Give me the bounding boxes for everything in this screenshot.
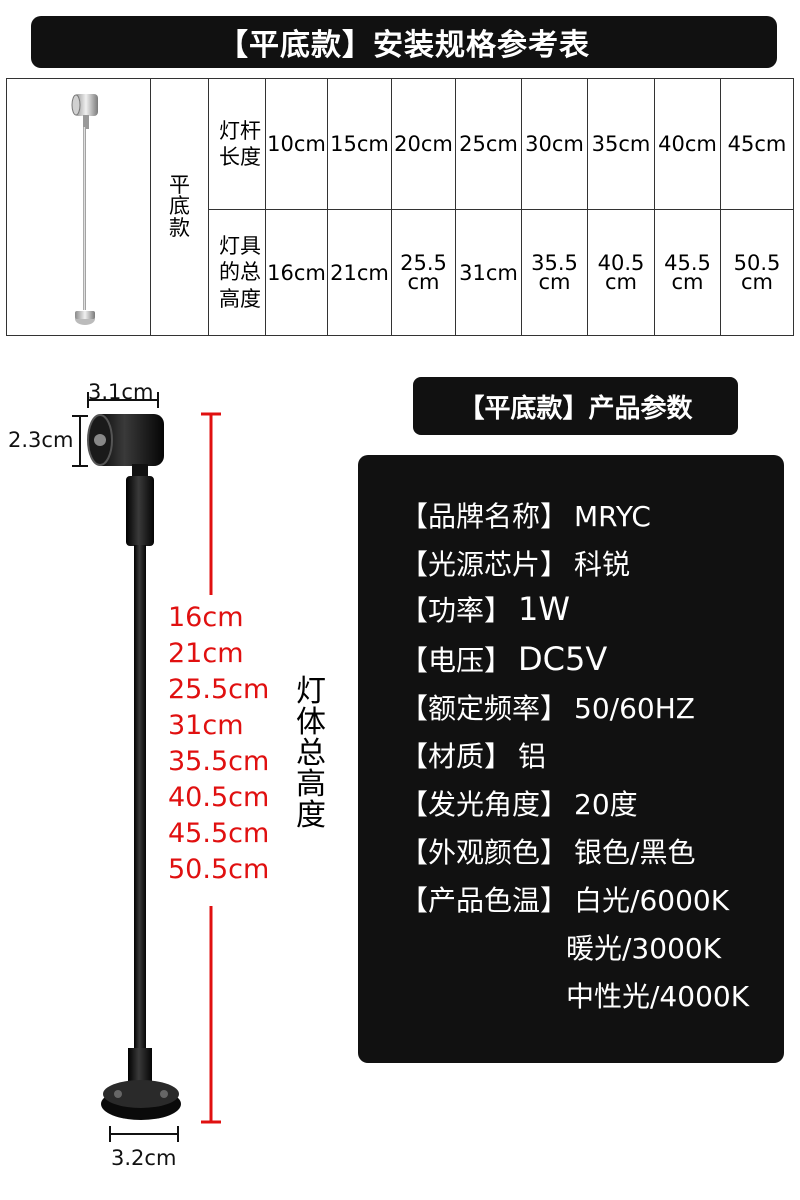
lamp-rod [134,545,146,1048]
param-row: 【产品色温】白光/6000K [400,884,730,917]
params-title: 【平底款】产品参数 [413,377,738,435]
total-height-dimension [201,412,221,1124]
rod-length-cell: 25cm [455,78,522,210]
head-width-label: 3.1cm [88,380,154,404]
total-height-list: 16cm 21cm 25.5cm 31cm 35.5cm 40.5cm 45.5… [168,600,269,888]
param-row: 【品牌名称】MRYC [400,500,651,533]
param-row: 【电压】DC5V [400,640,608,678]
param-row: 暖光/3000K [566,932,722,965]
rod-length-cell: 30cm [521,78,588,210]
total-height-item: 35.5cm [168,746,270,777]
total-height-cell: 21cm [327,209,392,336]
params-panel: 【品牌名称】MRYC 【光源芯片】科锐 【功率】1W 【电压】DC5V 【额定频… [358,455,784,1063]
base-width-dimension [109,1126,179,1142]
total-height-cell: 16cm [265,209,328,336]
rod-length-cell: 10cm [265,78,328,210]
head-height-label: 2.3cm [8,428,74,452]
base-width-label: 3.2cm [111,1146,177,1170]
rod-length-cell: 20cm [391,78,456,210]
page-title: 【平底款】安装规格参考表 [31,16,777,68]
row-label-total-height: 灯具 的总 高度 [208,209,266,336]
head-width-dimension [87,392,159,408]
total-height-item: 40.5cm [168,782,270,813]
total-height-vertical-label: 灯体总高度 [296,674,326,833]
total-height-cell: 31cm [455,209,522,336]
param-row: 【功率】1W [400,590,571,628]
total-height-item: 50.5cm [168,854,270,885]
model-char: 底 [169,194,190,219]
lamp-head [87,414,164,480]
param-row: 【发光角度】20度 [400,788,638,821]
total-height-item: 25.5cm [168,674,270,705]
rod-length-cell: 35cm [587,78,655,210]
total-height-item: 31cm [168,710,244,741]
model-char: 款 [169,215,190,240]
rod-length-cell: 45cm [720,78,794,210]
param-row: 中性光/4000K [566,980,750,1013]
spec-table: 平 底 款 灯杆 长度 10cm 15cm 20cm 25cm 30cm 35c… [6,78,794,336]
param-row: 【额定频率】50/60HZ [400,692,695,725]
lamp-joint [126,476,154,546]
lamp-thumbnail-cell [6,78,151,336]
total-height-item: 21cm [168,638,244,669]
param-row: 【材质】铝 [400,740,547,773]
total-height-item: 16cm [168,602,244,633]
lamp-dimension-drawing [72,392,221,1142]
head-height-dimension [72,415,88,467]
lamp-base [101,1048,181,1120]
param-row: 【光源芯片】科锐 [400,548,631,581]
silver-lamp-icon [71,94,98,325]
model-name-cell: 平 底 款 [150,78,209,336]
param-row: 【外观颜色】银色/黑色 [400,836,696,869]
total-height-item: 45.5cm [168,818,270,849]
rod-length-cell: 40cm [654,78,721,210]
model-char: 平 [169,172,190,197]
